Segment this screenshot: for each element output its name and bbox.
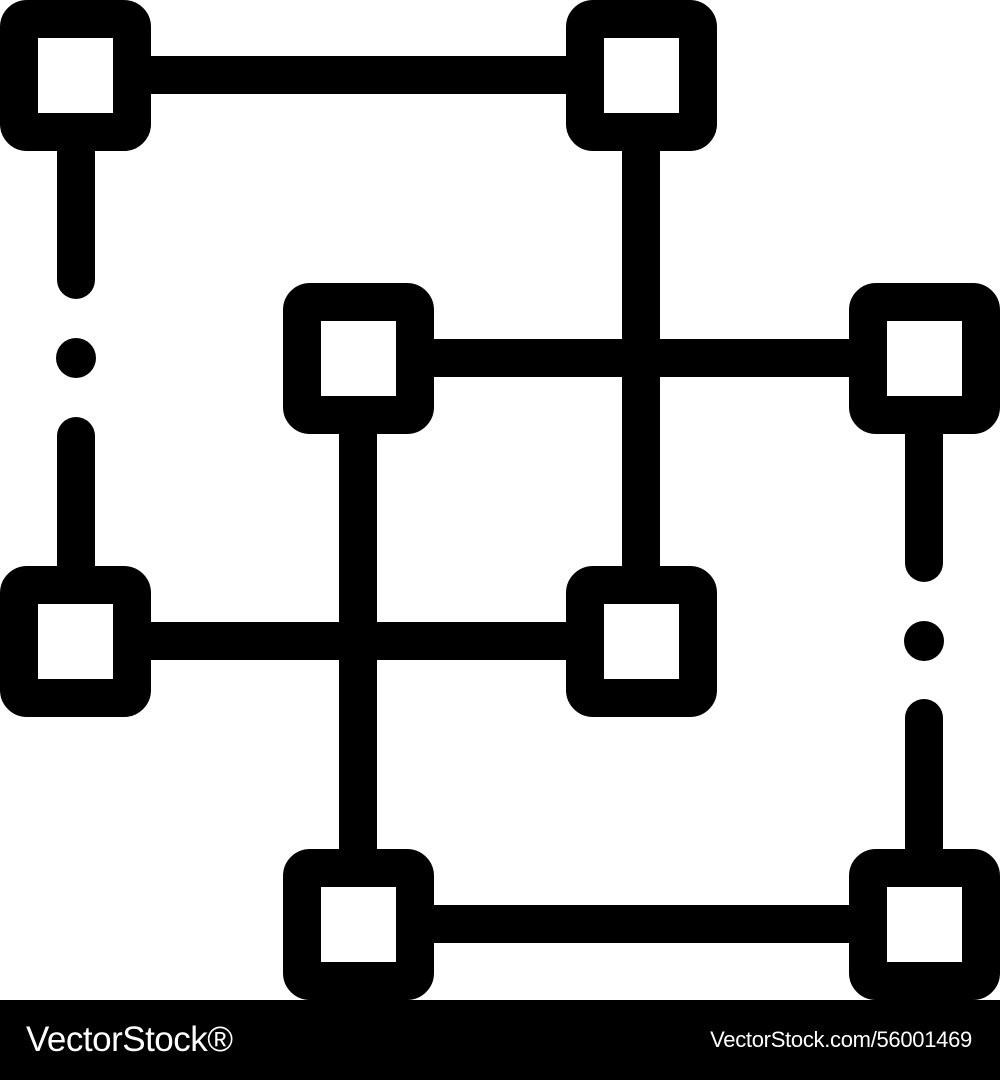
nodes [0,0,1000,1000]
node-lower-right [566,566,717,717]
network-structure-icon [0,0,1000,1000]
node-top-right [566,0,717,151]
connector-lines [57,56,943,943]
node-middle-left [283,283,434,434]
node-bottom-right [849,849,1000,1000]
dots [56,338,944,661]
vectorstock-logo: VectorStock® [26,1020,233,1059]
node-top-left [0,0,151,151]
diagram-svg [0,0,1000,1000]
dot-left [56,338,96,378]
node-lower-left [0,566,151,717]
watermark-footer: VectorStock® VectorStock.com/56001469 [0,1000,1000,1080]
dot-right [904,621,944,661]
stock-image-id: VectorStock.com/56001469 [710,1027,972,1052]
node-middle-right [849,283,1000,434]
node-bottom-left [283,849,434,1000]
